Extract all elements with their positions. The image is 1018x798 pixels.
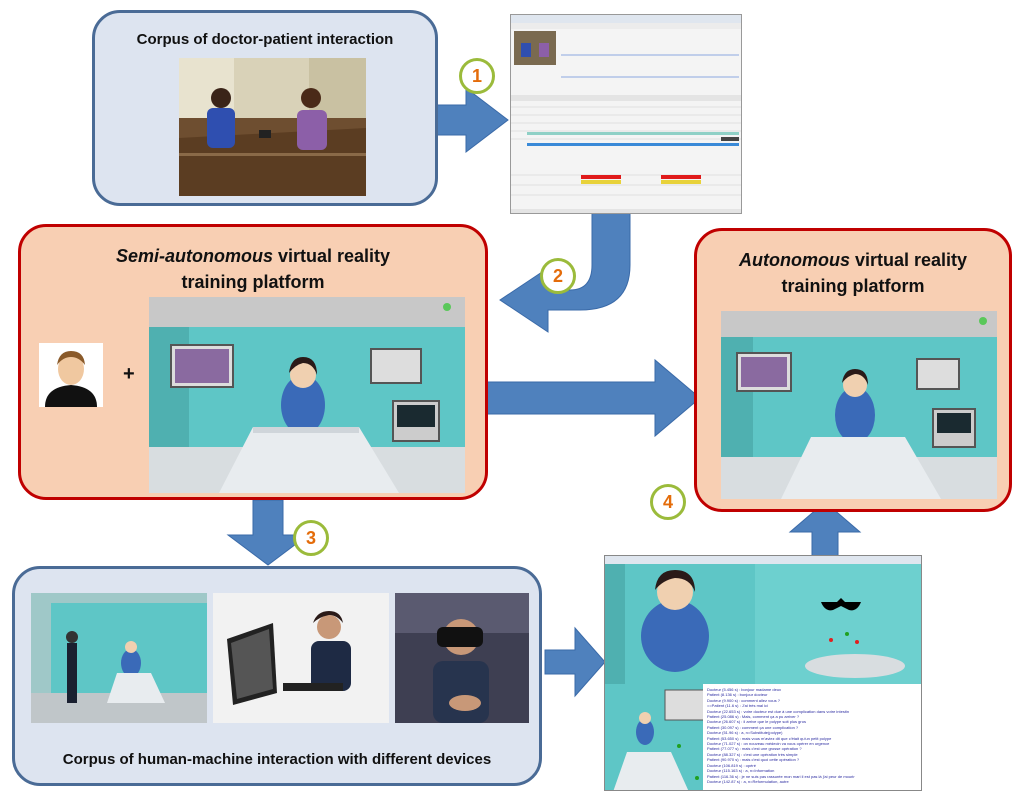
step-2-badge: 2 [540,258,576,294]
chat-line: Patient (30.097 s) : comment ça une comp… [707,724,799,730]
arrow-step-3 [226,499,310,566]
chat-line: Docteur (88.327 s) : c'est une opération… [707,751,798,757]
chat-line: Docteur (51.96 s) : a, n=Substitute(poly… [707,730,783,736]
desktop-photo [213,593,389,723]
chat-line: Patient (25.086 s) : Mais, comment ça a … [707,714,800,720]
step-1-badge: 1 [459,58,495,94]
semi-autonomous-title-rest: virtual reality [272,246,391,266]
operator-avatar [39,343,103,407]
arrow-step-4 [788,501,862,559]
autonomous-platform-box: Autonomous virtual reality training plat… [694,228,1012,512]
cave-photo [31,593,207,723]
chat-line: Patient (116.36 s) : je ne suis pas rass… [707,773,855,779]
chat-line: Docteur (5.456 s) : bonjour madame deux [707,687,782,692]
arrow-semi-to-autonomous [486,358,701,438]
consultation-photo [179,58,366,196]
chat-line: Patient (90.970 s) : mais c'est quoi cet… [707,757,800,763]
semi-autonomous-title-italic: Semi-autonomous [115,246,273,266]
dialogue-system-screenshot: Docteur (5.456 s) : bonjour madame deux … [604,555,922,791]
semi-autonomous-title: Semi-autonomous virtual reality training… [21,243,485,295]
chat-line: Docteur (26.607 s) : il arrive que le po… [707,719,806,725]
chat-line: Patient (8.136 s) : bonjour docteur [707,692,768,698]
semi-autonomous-title-line2: training platform [181,272,325,292]
autonomous-title-line2: training platform [781,276,925,296]
arrow-corpus-to-screenshot [544,626,606,698]
annotation-tool-screenshot [510,14,742,214]
autonomous-title: Autonomous virtual reality training plat… [697,247,1009,299]
chat-line: Docteur (22.653 s) : votre docteur est d… [707,708,850,714]
doctor-patient-corpus-title: Corpus of doctor-patient interaction [136,31,394,48]
chat-line: Docteur (115.163 s) : a, n=Information [707,768,775,774]
chat-line: Patient (53.650 s) : mais vous m'aviez d… [707,735,832,741]
semi-autonomous-vr-scene [149,297,465,493]
semi-autonomous-platform-box: Semi-autonomous virtual reality training… [18,224,488,500]
autonomous-title-italic: Autonomous [738,250,850,270]
step-3-badge: 3 [293,520,329,556]
chat-line: Patient (77.077 s) : mais c'est une gros… [707,746,802,752]
arrow-step-2 [499,211,631,333]
chat-line: Docteur (142.87 s) : a, n=Reformulation,… [707,778,789,784]
plus-sign: + [123,363,135,385]
vr-headset-photo [395,593,529,723]
autonomous-title-rest: virtual reality [849,250,968,270]
doctor-patient-corpus-box: Corpus of doctor-patient interaction [92,10,438,206]
chat-line: Docteur (9.900 s) : comment allez vous ? [707,697,780,703]
autonomous-vr-scene [721,311,997,499]
step-4-badge: 4 [650,484,686,520]
human-machine-corpus-title: Corpus of human-machine interaction with… [62,751,492,768]
chat-line: Docteur (71.027 s) : on nouveau médecin … [707,741,830,747]
chat-log-panel: Docteur (5.456 s) : bonjour madame deux … [703,684,921,790]
arrow-step-1 [436,86,509,154]
chat-line: Docteur (106.819 s) : opéré [707,762,756,768]
human-machine-corpus-box: Corpus of human-machine interaction with… [12,566,542,786]
chat-line: ==Patient (11.6 s) : J'ai très mal ici [707,703,768,709]
